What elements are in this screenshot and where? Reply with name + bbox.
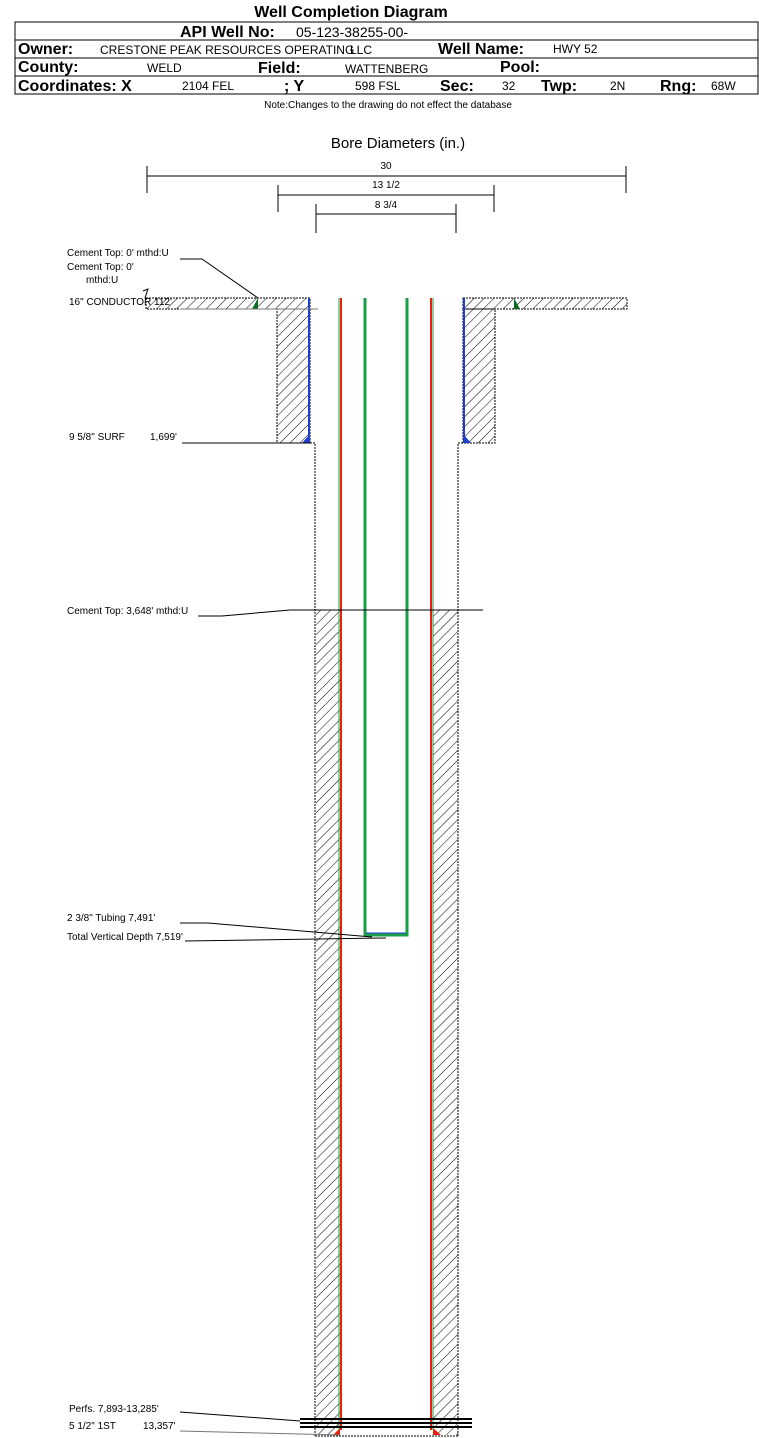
dimension-label: 30 xyxy=(380,161,392,172)
api-label: API Well No: xyxy=(180,24,275,41)
surface-casing-depth: 1,699' xyxy=(150,432,177,443)
tubing-label: 2 3/8" Tubing 7,491' xyxy=(67,913,155,924)
owner-label: Owner: xyxy=(18,41,73,58)
tvd-label: Total Vertical Depth 7,519' xyxy=(67,932,183,943)
coord-y-value: 598 FSL xyxy=(355,79,401,93)
surface-casing-label: 9 5/8" SURF xyxy=(69,432,125,443)
pool-label: Pool: xyxy=(500,59,540,76)
cement-top-label: Cement Top: 3,648' mthd:U xyxy=(67,606,188,617)
coord-y-label: ; Y xyxy=(284,78,304,95)
rng-value: 68W xyxy=(711,79,736,93)
owner-value: CRESTONE PEAK RESOURCES OPERATING xyxy=(100,43,354,57)
leader-lines xyxy=(142,258,483,1436)
perfs-label: Perfs. 7,893-13,285' xyxy=(69,1404,159,1415)
sec-label: Sec: xyxy=(440,78,474,95)
cement-top-label: mthd:U xyxy=(86,275,118,286)
twp-label: Twp: xyxy=(541,78,577,95)
owner-value-cont: LLC xyxy=(350,43,372,57)
dimension-13-1-2 xyxy=(277,185,495,212)
conductor-cement xyxy=(145,297,628,310)
production-casing xyxy=(338,298,434,1430)
tubing xyxy=(363,298,409,937)
dimension-30 xyxy=(146,166,627,193)
note: Note:Changes to the drawing do not effec… xyxy=(264,100,512,111)
coord-x-label: Coordinates: X xyxy=(18,78,132,95)
perforations xyxy=(300,1418,472,1428)
county-label: County: xyxy=(18,59,78,76)
production-cement xyxy=(316,610,458,1435)
bore-diameters-title: Bore Diameters (in.) xyxy=(331,135,465,152)
conductor-label: 16" CONDUCTOR 112' xyxy=(69,297,172,308)
production-casing-label: 5 1/2" 1ST xyxy=(69,1421,116,1432)
surface-casing-cement xyxy=(276,308,496,444)
production-casing-depth: 13,357' xyxy=(143,1421,176,1432)
coord-x-value: 2104 FEL xyxy=(182,79,234,93)
county-value: WELD xyxy=(147,61,182,75)
cement-top-label: Cement Top: 0' xyxy=(67,262,134,273)
diagram-title: Well Completion Diagram xyxy=(254,4,448,21)
rng-label: Rng: xyxy=(660,78,696,95)
well-name-label: Well Name: xyxy=(438,41,524,58)
api-value: 05-123-38255-00- xyxy=(296,24,408,40)
field-label: Field: xyxy=(258,60,301,77)
cement-top-label: Cement Top: 0' mthd:U xyxy=(67,248,169,259)
field-value: WATTENBERG xyxy=(345,62,428,76)
dimension-8-3-4 xyxy=(315,204,457,233)
twp-value: 2N xyxy=(610,79,625,93)
dimension-label: 13 1/2 xyxy=(372,180,400,191)
sec-value: 32 xyxy=(502,79,516,93)
well-name-value: HWY 52 xyxy=(553,42,598,56)
dimension-label: 8 3/4 xyxy=(375,200,398,211)
